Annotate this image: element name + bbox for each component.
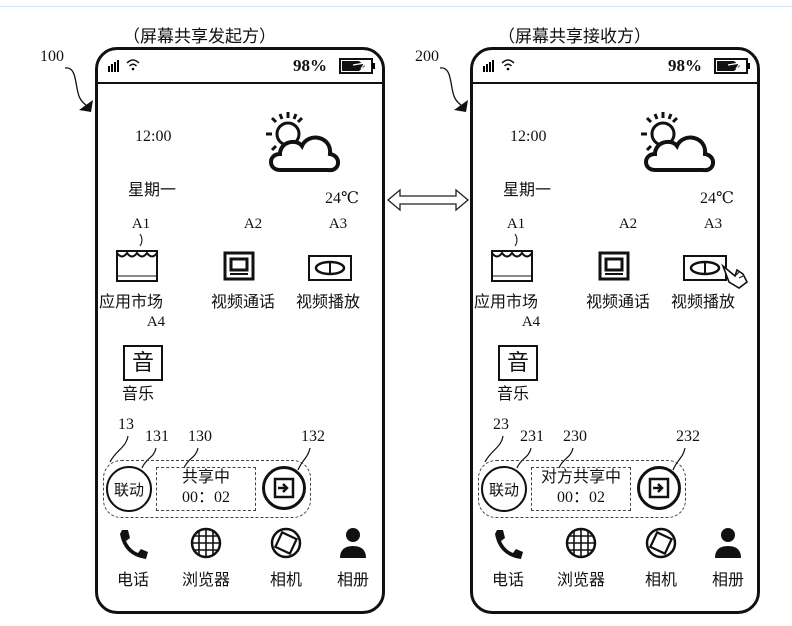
app-ref-label: A2 — [618, 216, 638, 232]
dock-label: 电话 — [491, 572, 525, 589]
screen-share-bar: 联动 对方共享中 00：02 — [478, 460, 686, 518]
app-ref-label: A1 — [131, 216, 151, 232]
dock-label: 相机 — [644, 572, 678, 589]
share-status-label: 对方共享中 — [540, 469, 621, 486]
app-market-icon[interactable] — [116, 233, 158, 284]
app-label: 视频通话 — [585, 294, 651, 311]
phone-ref-label: 200 — [415, 48, 439, 65]
temperature: 24℃ — [700, 190, 734, 207]
share-timer: 00：02 — [181, 489, 230, 506]
exit-button-ref: 132 — [301, 428, 325, 445]
app-ref-label: A4 — [146, 314, 166, 330]
share-status-box: 对方共享中 00：02 — [531, 467, 631, 511]
app-label: 音乐 — [121, 386, 155, 403]
phone-screen: 98% 12:00 星期一 24℃ A1 应用市场 A2 视频通话 A3 视频播… — [95, 47, 385, 614]
signal-icon — [483, 60, 494, 72]
app-label: 视频播放 — [295, 294, 361, 311]
app-label: 应用市场 — [473, 294, 539, 311]
dock-label: 相册 — [711, 572, 745, 589]
ref-arrow-icon — [64, 67, 93, 112]
phone-ref-label: 100 — [40, 48, 64, 65]
link-button-ref: 131 — [145, 428, 169, 445]
phone-role-title: （屏幕共享接收方） — [498, 27, 651, 46]
app-label: 视频播放 — [670, 294, 736, 311]
ref-arrow-icon — [439, 67, 468, 112]
share-bar-ref: 13 — [118, 416, 134, 433]
battery-charging-icon — [339, 58, 375, 74]
battery-percent: 98% — [668, 56, 702, 75]
exit-share-button[interactable] — [637, 466, 681, 510]
video-call-icon[interactable] — [223, 251, 255, 281]
album-person-icon[interactable] — [338, 526, 368, 560]
dock-label: 电话 — [116, 572, 150, 589]
signal-icon — [108, 60, 119, 72]
exit-share-button[interactable] — [262, 466, 306, 510]
status-bar: 98% — [473, 50, 757, 84]
phone-icon[interactable] — [118, 528, 148, 560]
share-status-box: 共享中 00：02 — [156, 467, 256, 511]
battery-charging-icon — [714, 58, 750, 74]
dock-label: 相机 — [269, 572, 303, 589]
weather-partly-cloudy-icon — [266, 112, 340, 173]
temperature: 24℃ — [325, 190, 359, 207]
battery-percent: 98% — [293, 56, 327, 75]
music-app-icon[interactable]: 音 — [498, 345, 538, 381]
browser-globe-icon[interactable] — [190, 527, 222, 559]
exit-arrow-icon — [648, 477, 670, 499]
share-status-label: 共享中 — [181, 469, 230, 486]
leader-lines — [484, 435, 686, 471]
app-ref-label: A4 — [521, 314, 541, 330]
dock-label: 浏览器 — [556, 572, 606, 589]
weekday: 星期一 — [128, 182, 177, 199]
share-timer: 00：02 — [556, 489, 605, 506]
weekday: 星期一 — [503, 182, 552, 199]
app-ref-label: A3 — [703, 216, 723, 232]
double-arrow-icon — [386, 188, 470, 212]
link-button[interactable]: 联动 — [481, 466, 527, 512]
app-label: 音乐 — [496, 386, 530, 403]
phone-screen: 98% 12:00 星期一 24℃ A1 应用市场 A2 视频通话 A3 视频播… — [470, 47, 760, 614]
weather-partly-cloudy-icon — [641, 112, 715, 173]
share-status-ref: 130 — [188, 428, 212, 445]
status-bar: 98% — [98, 50, 382, 84]
wifi-icon — [126, 59, 140, 71]
camera-icon[interactable] — [645, 527, 677, 559]
share-status-ref: 230 — [563, 428, 587, 445]
album-person-icon[interactable] — [713, 526, 743, 560]
link-button-ref: 231 — [520, 428, 544, 445]
link-button[interactable]: 联动 — [106, 466, 152, 512]
app-ref-label: A1 — [506, 216, 526, 232]
leader-lines — [109, 435, 311, 471]
camera-icon[interactable] — [270, 527, 302, 559]
dock-label: 相册 — [336, 572, 370, 589]
share-bar-ref: 23 — [493, 416, 509, 433]
clock-time: 12:00 — [135, 128, 172, 145]
app-ref-label: A3 — [328, 216, 348, 232]
exit-arrow-icon — [273, 477, 295, 499]
app-label: 视频通话 — [210, 294, 276, 311]
video-player-icon[interactable] — [683, 255, 727, 281]
app-market-icon[interactable] — [491, 233, 533, 284]
video-player-icon[interactable] — [308, 255, 352, 281]
exit-button-ref: 232 — [676, 428, 700, 445]
browser-globe-icon[interactable] — [565, 527, 597, 559]
screen-share-bar: 联动 共享中 00：02 — [103, 460, 311, 518]
app-ref-label: A2 — [243, 216, 263, 232]
video-call-icon[interactable] — [598, 251, 630, 281]
clock-time: 12:00 — [510, 128, 547, 145]
app-label: 应用市场 — [98, 294, 164, 311]
phone-icon[interactable] — [493, 528, 523, 560]
music-app-icon[interactable]: 音 — [123, 345, 163, 381]
dock-label: 浏览器 — [181, 572, 231, 589]
phone-role-title: （屏幕共享发起方） — [123, 27, 276, 46]
hand-pointer-icon — [721, 263, 749, 289]
wifi-icon — [501, 59, 515, 71]
divider — [0, 6, 792, 7]
